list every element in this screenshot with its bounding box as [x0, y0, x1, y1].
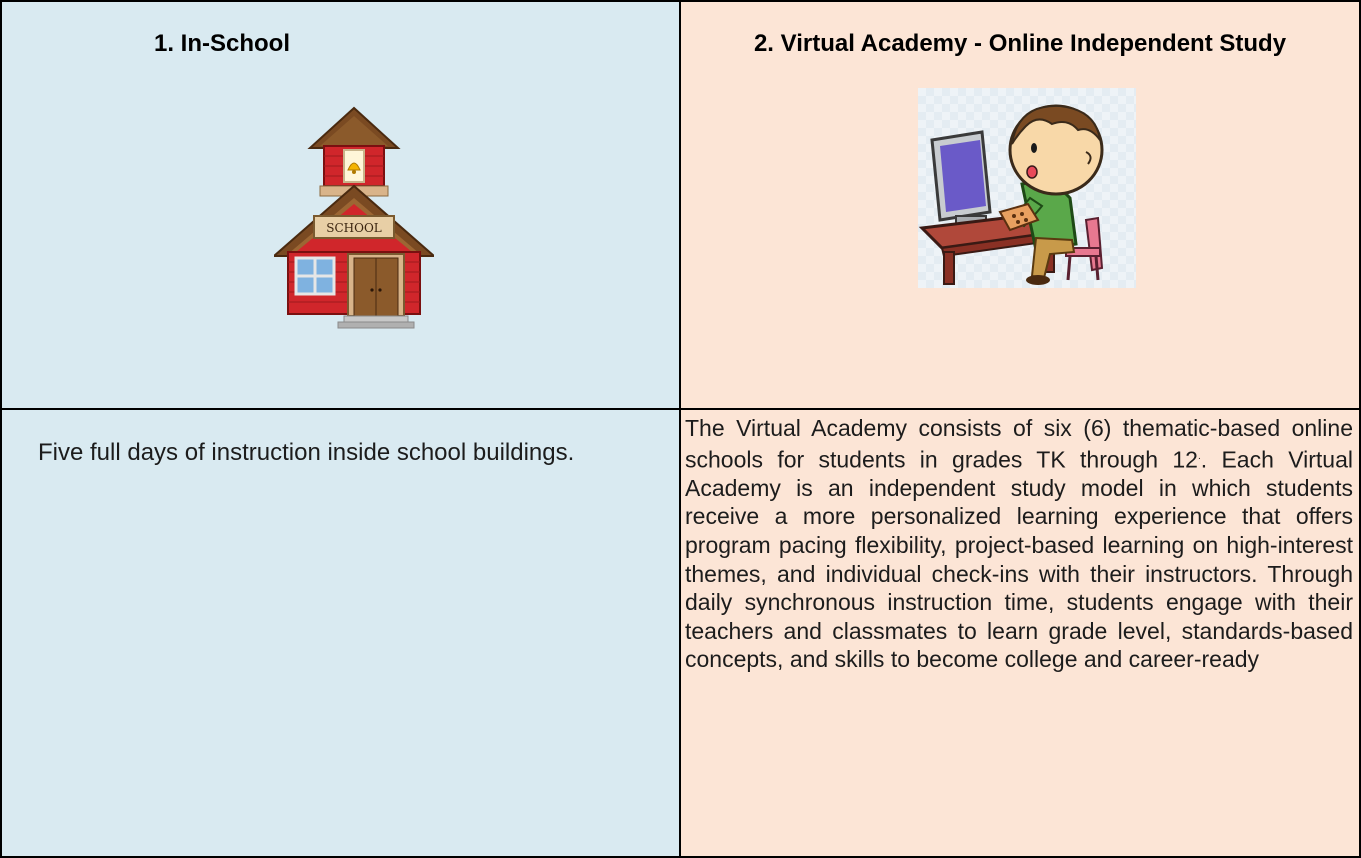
in-school-heading: 1. In-School: [153, 30, 290, 57]
virtual-academy-description: The Virtual Academy consists of six (6) …: [681, 410, 1359, 674]
header-row: 1. In-School: [0, 0, 1361, 410]
virtual-academy-header-cell: 2. Virtual Academy - Online Independent …: [679, 0, 1361, 410]
virtual-academy-heading: 2. Virtual Academy - Online Independent …: [753, 30, 1287, 57]
in-school-description-cell: Five full days of instruction inside sch…: [0, 408, 681, 858]
virtual-academy-description-part2: . Each Virtual Academy is an independent…: [685, 446, 1354, 673]
virtual-academy-description-part1: The Virtual Academy consists of six (6) …: [685, 415, 1353, 473]
superscript-mark: .: [1197, 450, 1201, 462]
in-school-description: Five full days of instruction inside sch…: [38, 439, 575, 466]
schoolhouse-icon: SCHOOL: [274, 106, 434, 330]
virtual-academy-description-cell: The Virtual Academy consists of six (6) …: [679, 408, 1361, 858]
in-school-header-cell: 1. In-School: [0, 0, 681, 410]
description-row: Five full days of instruction inside sch…: [0, 408, 1361, 858]
school-sign-text: SCHOOL: [326, 221, 382, 235]
child-at-computer-icon: [918, 88, 1136, 288]
